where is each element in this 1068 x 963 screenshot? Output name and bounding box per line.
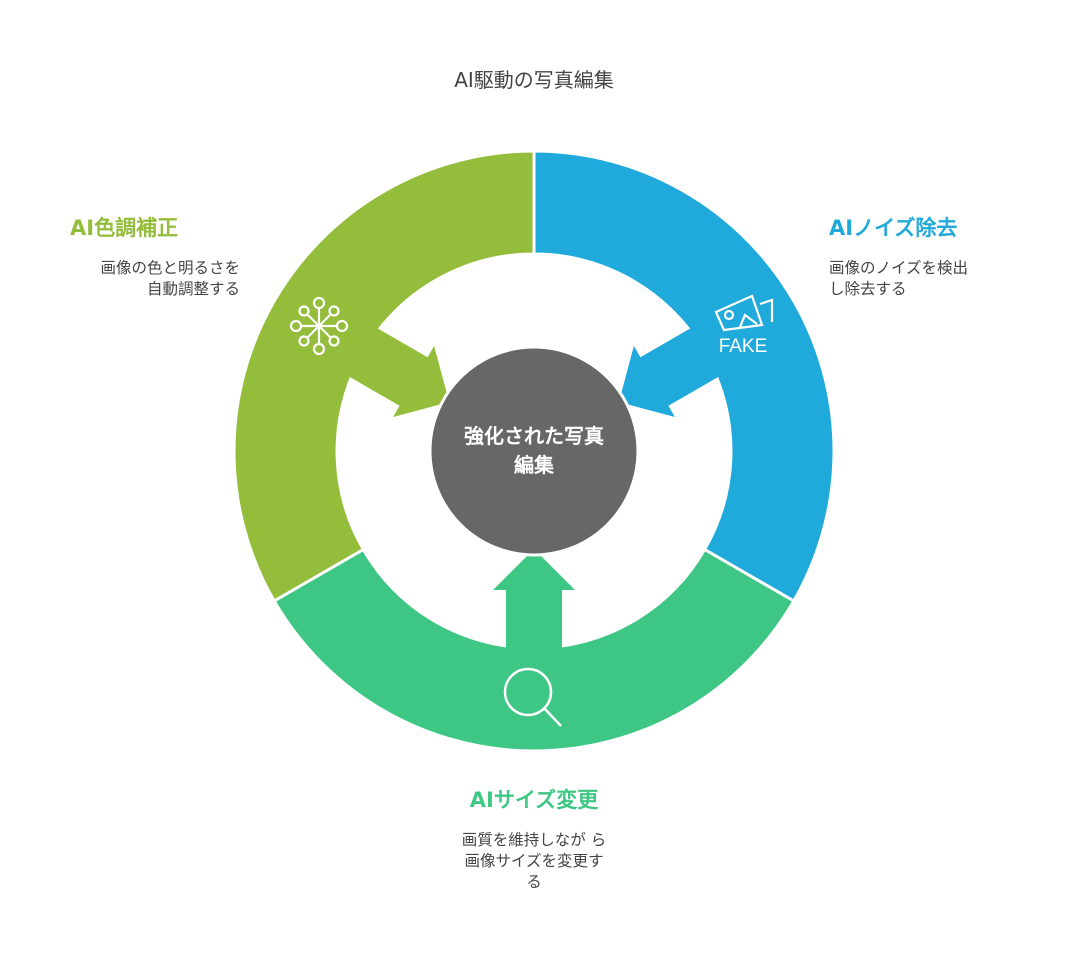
arrow-color-correction bbox=[342, 324, 450, 418]
noise-removal-title: AIノイズ除去 bbox=[829, 216, 958, 240]
fake-image-icon: FAKE bbox=[714, 294, 774, 357]
desc-line: る bbox=[526, 873, 542, 891]
center-circle bbox=[428, 345, 640, 557]
desc-line: し除去する bbox=[829, 280, 907, 298]
color-correction-desc: 画像の色と明るさを 自動調整する bbox=[60, 258, 240, 300]
arrow-resize bbox=[493, 549, 575, 656]
resize-title: AIサイズ変更 bbox=[469, 788, 599, 812]
desc-line: 画質を維持しなが ら bbox=[461, 831, 607, 849]
svg-text:FAKE: FAKE bbox=[719, 336, 768, 357]
segment-color-correction bbox=[232, 149, 536, 604]
center-label: 強化された写真 編集 bbox=[434, 422, 634, 480]
center-label-line1: 強化された写真 bbox=[464, 424, 604, 448]
desc-line: 画像の色と明るさを bbox=[100, 259, 240, 277]
segment-noise-removal bbox=[532, 149, 836, 604]
magnifier-icon bbox=[503, 667, 562, 727]
desc-line: 画像のノイズを検出 bbox=[829, 259, 969, 277]
segment-title: AI色調補正 bbox=[70, 216, 179, 240]
network-nodes-icon bbox=[289, 296, 349, 356]
diagram-title: AI駆動の写真編集 bbox=[454, 68, 614, 92]
desc-line: 画像サイズを変更す bbox=[464, 852, 604, 870]
desc-line: 自動調整する bbox=[146, 280, 240, 298]
center-label-line2: 編集 bbox=[514, 453, 554, 477]
noise-removal-desc: 画像のノイズを検出 し除去する bbox=[829, 258, 968, 300]
arrow-noise-removal bbox=[618, 324, 726, 418]
color-correction-label: AI色調補正 bbox=[70, 212, 178, 242]
resize-desc: 画質を維持しなが ら 画像サイズを変更す る bbox=[0, 830, 1068, 893]
